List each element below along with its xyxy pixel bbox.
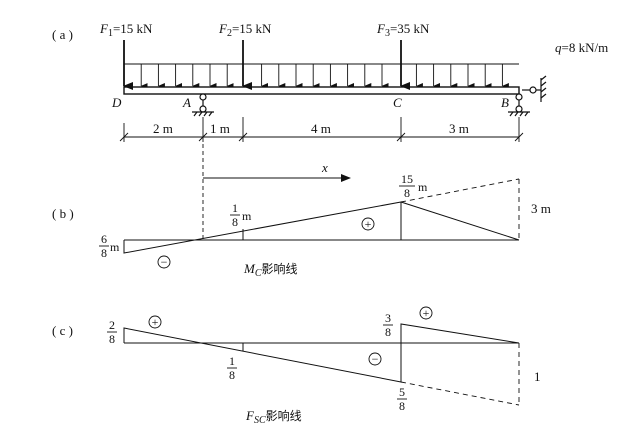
svg-text:2: 2 <box>109 318 115 332</box>
svg-text:m: m <box>242 209 252 223</box>
panel-a-tag: ( a ) <box>52 27 73 42</box>
svg-text:+: + <box>365 217 372 231</box>
svg-text:+: + <box>423 306 430 320</box>
svg-text:1: 1 <box>229 354 235 368</box>
svg-text:8: 8 <box>101 246 107 260</box>
svg-text:+: + <box>152 315 159 329</box>
fsc-c-top-value: 3 8 <box>383 311 393 339</box>
mc-right-value: 3 m <box>531 201 551 216</box>
dimension-3m: 3 m <box>449 121 469 136</box>
svg-text:8: 8 <box>399 399 405 413</box>
svg-text:m: m <box>418 180 428 194</box>
mc-f2-value: 1 8 m <box>230 201 252 229</box>
fsc-positive-sign-right: + <box>419 306 433 320</box>
panel-a: ( a ) F1=15 kN F2=15 kN F3=35 kN q=8 kN/… <box>52 21 608 142</box>
x-label: x <box>321 160 328 175</box>
point-b-label: B <box>501 95 509 110</box>
svg-text:−: − <box>161 255 168 269</box>
svg-text:5: 5 <box>399 385 405 399</box>
svg-text:8: 8 <box>232 215 238 229</box>
distributed-load-arrow-group <box>140 64 509 89</box>
fsc-negative-sign: − <box>368 352 382 366</box>
mc-peak-value: 15 8 m <box>399 172 428 200</box>
wall-roller-support <box>522 75 547 102</box>
fsc-influence-line-left <box>123 327 402 383</box>
svg-text:1: 1 <box>232 201 238 215</box>
support-b <box>508 93 530 117</box>
mc-left-value: 6 8 m <box>99 232 120 260</box>
load-f3-label: F3=35 kN <box>376 21 430 39</box>
svg-text:−: − <box>372 352 379 366</box>
point-c-label: C <box>393 95 402 110</box>
mc-caption: MC影响线 <box>243 261 298 279</box>
dimension-2m: 2 m <box>153 121 173 136</box>
fsc-caption: FSC影响线 <box>245 408 302 426</box>
distributed-load-label: q=8 kN/m <box>555 40 608 55</box>
panel-c-tag: ( c ) <box>52 323 73 338</box>
support-a <box>192 93 214 117</box>
svg-text:m: m <box>110 240 120 254</box>
svg-text:8: 8 <box>385 325 391 339</box>
svg-text:8: 8 <box>404 186 410 200</box>
mc-influence-line <box>123 201 402 254</box>
svg-text:6: 6 <box>101 232 107 246</box>
mc-negative-sign: − <box>157 255 171 269</box>
mc-influence-line-right <box>400 201 520 241</box>
mc-positive-sign: + <box>361 217 375 231</box>
load-f2-label: F2=15 kN <box>218 21 272 39</box>
fsc-c-bottom-value: 5 8 <box>397 385 407 413</box>
load-f1-label: F1=15 kN <box>99 21 153 39</box>
svg-text:8: 8 <box>109 332 115 346</box>
point-d-label: D <box>111 95 122 110</box>
fsc-left-value: 2 8 <box>107 318 117 346</box>
dimension-1m: 1 m <box>210 121 230 136</box>
panel-b-tag: ( b ) <box>52 206 74 221</box>
panel-c: ( c ) 2 8 1 8 3 8 5 8 <box>52 306 541 426</box>
panel-b: ( b ) x 15 8 m 1 8 m 6 <box>52 144 551 279</box>
fsc-influence-line-right <box>400 323 520 344</box>
mc-dashed-extension <box>400 178 520 203</box>
svg-text:15: 15 <box>401 172 413 186</box>
beam <box>123 86 520 95</box>
point-a-label: A <box>182 95 191 110</box>
svg-text:8: 8 <box>229 368 235 382</box>
dimension-4m: 4 m <box>311 121 331 136</box>
fsc-positive-sign-left: + <box>148 315 162 329</box>
fsc-f2-value: 1 8 <box>227 354 237 382</box>
fsc-dashed-extension <box>400 381 520 406</box>
fsc-right-value: 1 <box>534 369 541 384</box>
svg-text:3: 3 <box>385 311 391 325</box>
dimension-line <box>119 117 524 142</box>
